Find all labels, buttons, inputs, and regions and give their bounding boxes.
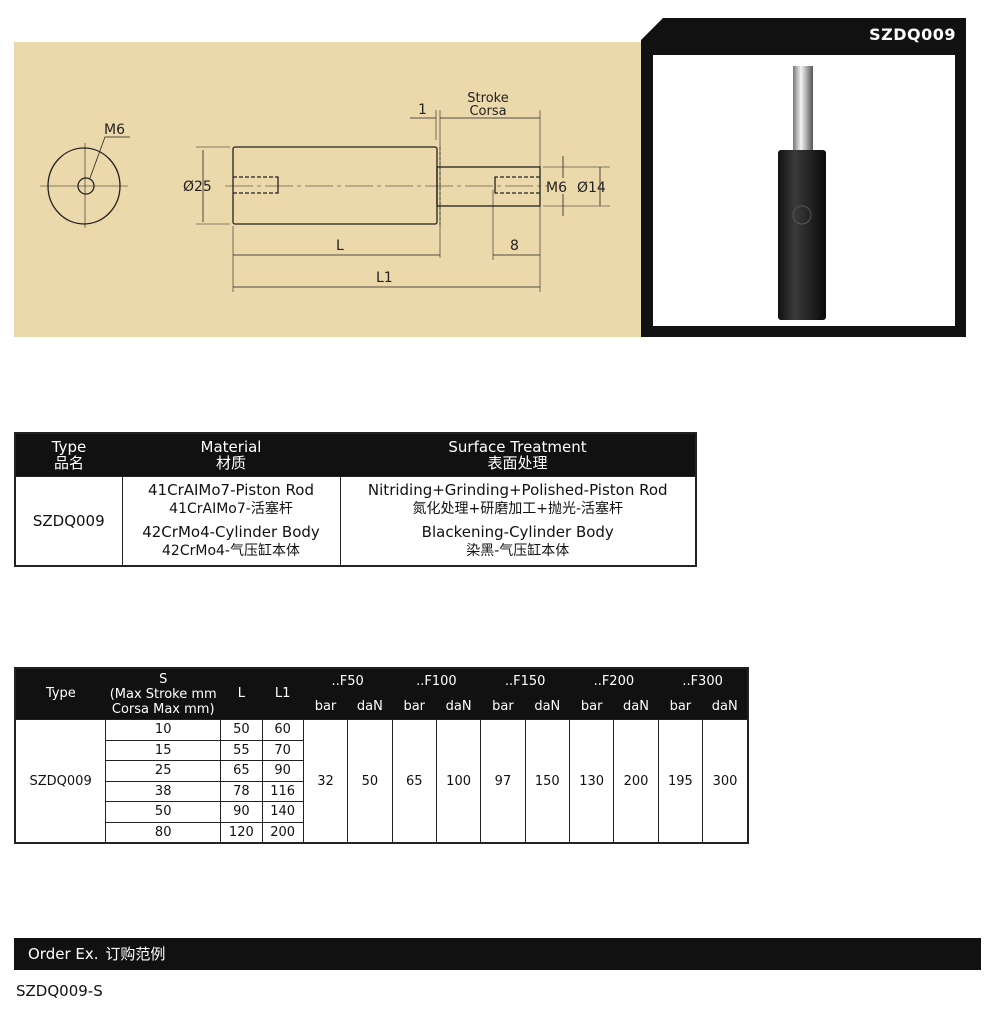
- l1-cell: 70: [261, 739, 304, 761]
- l-cell: 65: [220, 760, 263, 782]
- stroke-cell: 10: [105, 719, 222, 741]
- stroke-cell: 25: [105, 760, 222, 782]
- bar-cell: 65: [391, 719, 437, 844]
- header-bar: bar: [658, 694, 703, 720]
- header-dan: daN: [525, 694, 570, 720]
- bar-cell: 32: [302, 719, 349, 844]
- diameter-rod-label: Ø14: [577, 180, 606, 196]
- product-photo: [653, 55, 955, 326]
- dan-cell: 50: [347, 719, 393, 844]
- l-cell: 50: [220, 719, 263, 741]
- m6-rod-label: M6: [546, 180, 567, 196]
- header-dan: daN: [436, 694, 481, 720]
- header-bar: bar: [480, 694, 526, 720]
- corsa-label: Corsa: [469, 104, 506, 119]
- header-dan: daN: [613, 694, 659, 720]
- stroke-cell: 15: [105, 739, 222, 761]
- dan-cell: 200: [613, 719, 659, 844]
- l-cell: 78: [220, 780, 263, 802]
- header-f300: ..F300: [658, 668, 748, 694]
- header-f50: ..F50: [303, 668, 393, 694]
- l-dimension-label: L: [336, 238, 344, 254]
- bar-cell: 130: [568, 719, 615, 844]
- l-cell: 90: [220, 801, 263, 823]
- dan-cell: 300: [702, 719, 749, 844]
- header-dan: daN: [347, 694, 393, 720]
- stroke-label: Stroke: [467, 91, 508, 106]
- l-cell: 55: [220, 739, 263, 761]
- header-f100: ..F100: [392, 668, 481, 694]
- header-bar: bar: [392, 694, 437, 720]
- bar-cell: 97: [480, 719, 526, 844]
- gap-label: 1: [418, 102, 427, 118]
- l1-cell: 116: [261, 780, 304, 802]
- header-f200: ..F200: [569, 668, 659, 694]
- l1-cell: 140: [261, 801, 304, 823]
- l1-dimension-label: L1: [376, 270, 393, 286]
- order-example-code: SZDQ009-S: [16, 982, 103, 1000]
- header-l: L: [220, 668, 262, 720]
- m6-end-label: M6: [104, 122, 125, 138]
- dan-cell: 150: [524, 719, 570, 844]
- drawing-panel: [14, 42, 641, 337]
- dan-cell: 100: [435, 719, 482, 844]
- technical-drawing: M6 Ø25 M6 Ø14 1 Stroke Corsa L 8 L1: [40, 91, 610, 292]
- thread-length-label: 8: [510, 238, 519, 254]
- bar-cell: 195: [657, 719, 704, 844]
- type-cell: SZDQ009: [14, 476, 123, 567]
- header-bar: bar: [569, 694, 614, 720]
- l1-cell: 90: [261, 760, 304, 782]
- header-bar: bar: [303, 694, 348, 720]
- stroke-cell: 38: [105, 780, 222, 802]
- l1-cell: 60: [261, 719, 304, 741]
- product-title: SZDQ009: [869, 25, 956, 44]
- header-f150: ..F150: [480, 668, 570, 694]
- diameter-body-label: Ø25: [183, 179, 212, 195]
- type-cell: SZDQ009: [14, 719, 107, 844]
- stroke-cell: 80: [105, 821, 222, 844]
- order-example-bar: Order Ex. 订购范例: [14, 938, 981, 970]
- side-view: [196, 110, 610, 292]
- header-type: Type: [15, 668, 106, 720]
- end-view: [40, 136, 130, 228]
- l-cell: 120: [220, 821, 263, 844]
- header-l1: L1: [262, 668, 304, 720]
- gas-spring-image: [778, 66, 826, 320]
- stroke-cell: 50: [105, 801, 222, 823]
- header-dan: daN: [702, 694, 748, 720]
- l1-cell: 200: [261, 821, 304, 844]
